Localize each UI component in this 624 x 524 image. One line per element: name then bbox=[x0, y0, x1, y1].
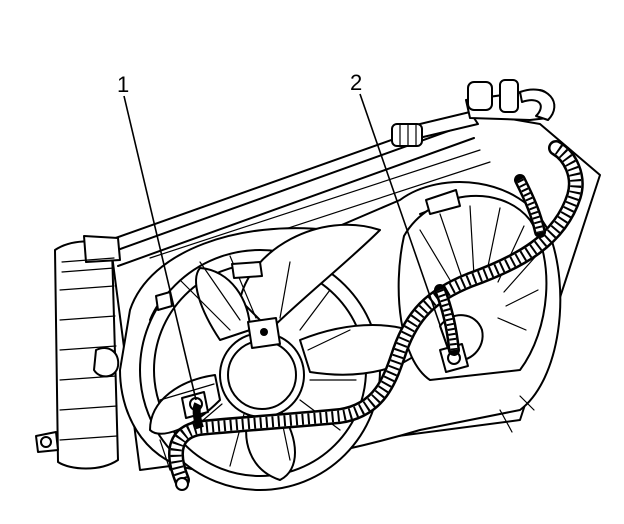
callout-2-label: 2 bbox=[350, 70, 363, 95]
wiring-harness bbox=[168, 140, 584, 491]
callout-2-leader bbox=[359, 93, 451, 355]
callout-1-label: 1 bbox=[117, 72, 130, 97]
radiator-end-tank bbox=[35, 235, 121, 470]
callout-1-leader bbox=[123, 95, 197, 401]
upper-hose bbox=[391, 79, 556, 147]
